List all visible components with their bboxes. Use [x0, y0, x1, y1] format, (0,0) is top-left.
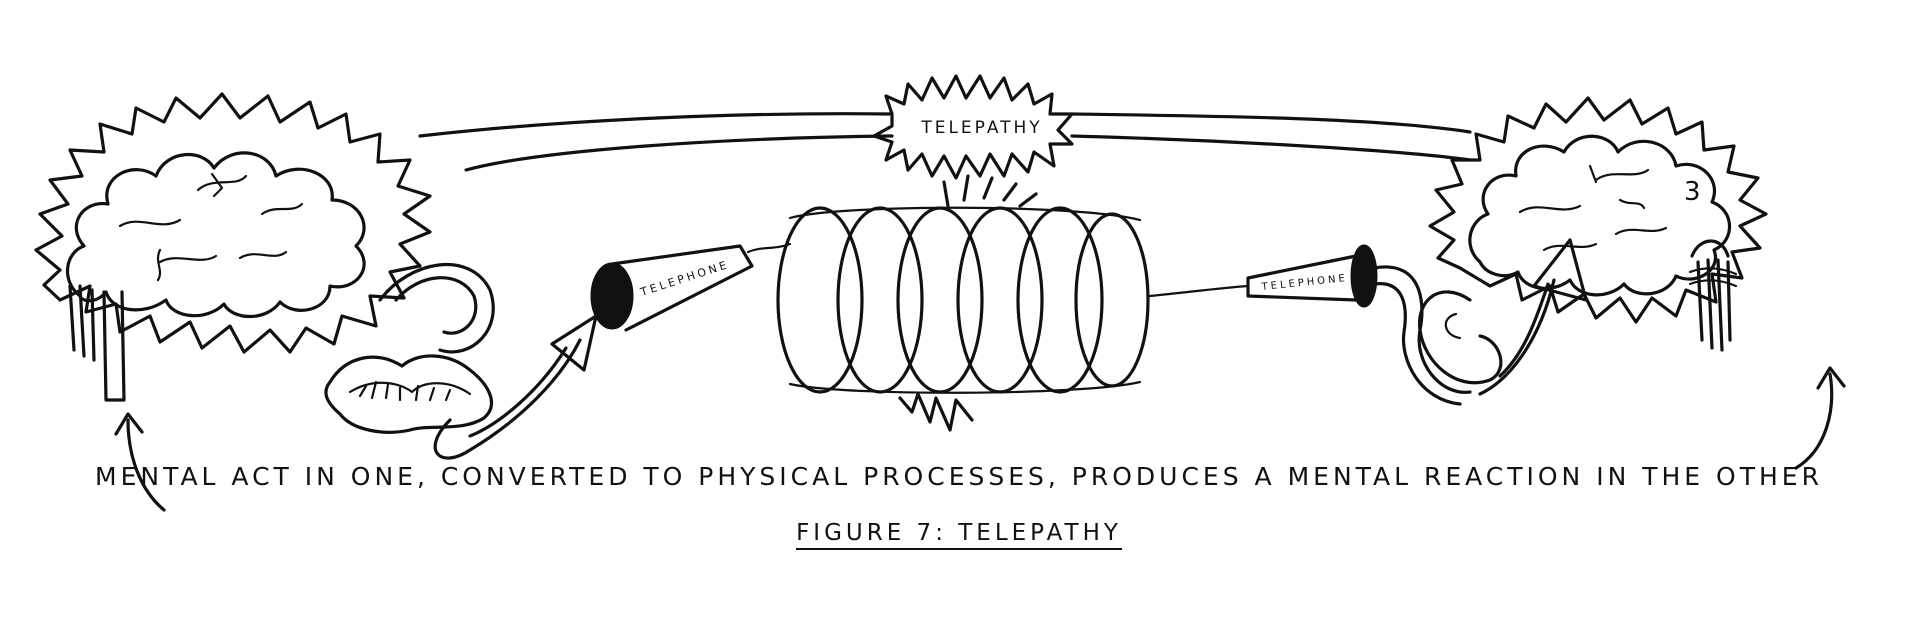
- telepathy-connection: [418, 112, 1472, 172]
- right-wire: [1148, 284, 1250, 298]
- left-brain: [65, 151, 366, 318]
- left-ear-loop: [378, 263, 495, 354]
- right-pointer-arrow: [1794, 366, 1846, 470]
- mouth: [324, 354, 494, 434]
- right-brainstem: [1688, 239, 1738, 352]
- right-telephone: TELEPHONE: [1246, 244, 1378, 308]
- mouth-to-telephone-arrow: [433, 314, 598, 460]
- right-ear: [1372, 265, 1503, 406]
- figure-caption: FIGURE 7: TELEPATHY: [0, 520, 1918, 550]
- telepathy-label: TELEPATHY: [920, 118, 1042, 138]
- right-telephone-label: TELEPHONE: [1260, 273, 1348, 293]
- telepathy-label-burst: TELEPATHY: [872, 74, 1074, 180]
- description-text: MENTAL ACT IN ONE, CONVERTED TO PHYSICAL…: [95, 462, 1823, 491]
- coil-spark-bottom: [898, 392, 974, 432]
- center-coil: [776, 206, 1150, 394]
- figure-caption-text: FIGURE 7: TELEPATHY: [796, 520, 1122, 550]
- left-brainstem: [68, 284, 126, 402]
- right-brain-aura: [1428, 96, 1768, 324]
- left-brain-aura: [34, 92, 432, 354]
- left-telephone-label: TELEPHONE: [638, 258, 731, 299]
- ear-to-brain-arrow: [1478, 238, 1588, 396]
- left-pointer-arrow: [114, 412, 166, 512]
- right-brain-number: 3: [1684, 177, 1704, 207]
- left-telephone: TELEPHONE: [590, 244, 754, 332]
- right-brain: 3: [1468, 134, 1732, 297]
- coil-spark-top: [942, 174, 1038, 208]
